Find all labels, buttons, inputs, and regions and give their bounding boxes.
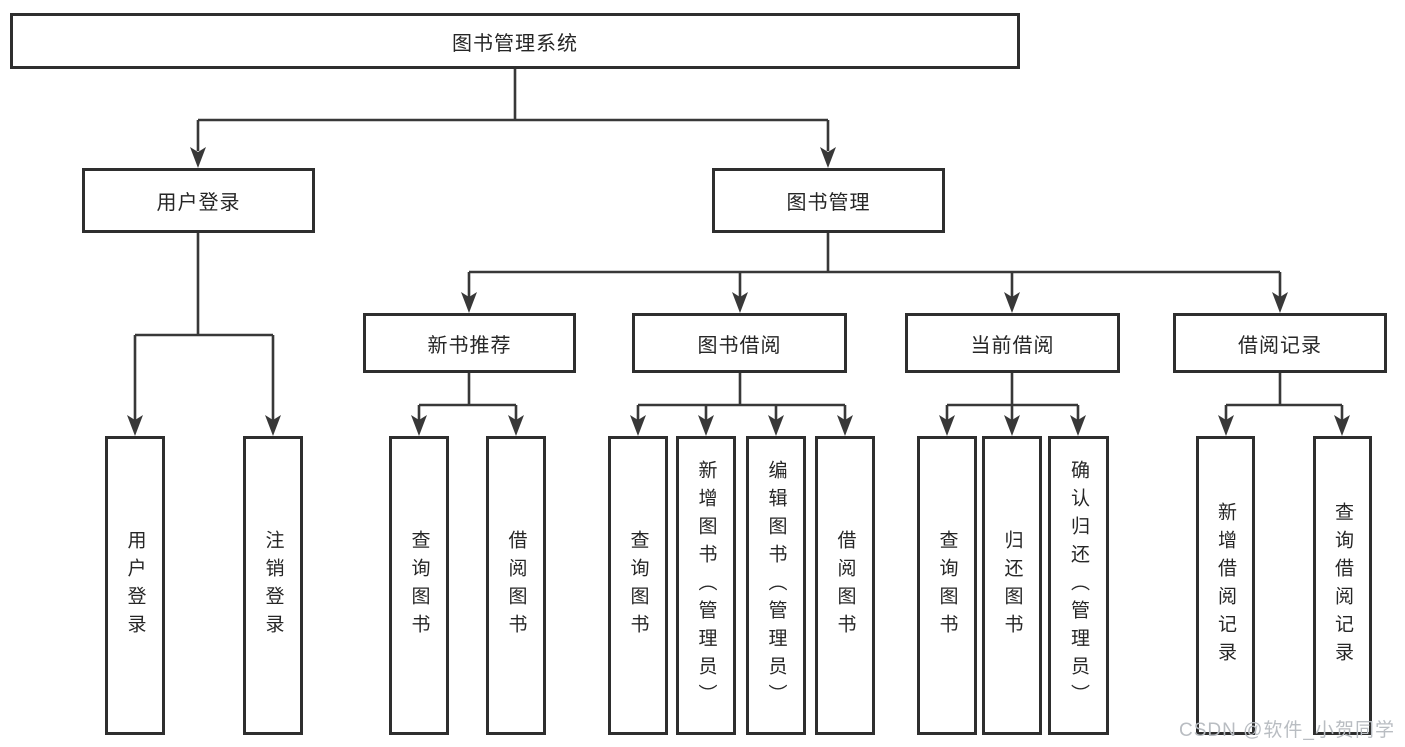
leaf-edit-books-admin: 编辑图书（管理员） (746, 436, 806, 735)
node-current-borrowing: 当前借阅 (905, 313, 1120, 373)
node-label: 当前借阅 (970, 334, 1055, 357)
node-new-book-recommendation: 新书推荐 (363, 313, 576, 373)
node-label: 确认归还（管理员） (1068, 459, 1089, 712)
leaf-current-query-books: 查询图书 (917, 436, 977, 735)
node-label: 用户登录 (124, 529, 146, 642)
leaf-recommend-borrow-books: 借阅图书 (486, 436, 546, 735)
arrowheads (127, 147, 1350, 436)
node-label: 图书管理系统 (452, 32, 578, 55)
node-label: 查询图书 (936, 529, 958, 642)
leaf-recommend-query-books: 查询图书 (389, 436, 449, 735)
node-label: 用户登录 (156, 192, 241, 214)
leaf-user-login: 用户登录 (105, 436, 165, 735)
node-label: 新增图书（管理员） (695, 459, 717, 712)
node-label: 新增借阅记录 (1215, 501, 1236, 670)
node-book-borrowing: 图书借阅 (632, 313, 847, 373)
node-book-management: 图书管理 (712, 168, 945, 233)
node-label: 新书推荐 (427, 334, 512, 357)
leaf-borrow-query-books: 查询图书 (608, 436, 668, 735)
node-label: 查询图书 (627, 529, 649, 642)
node-label: 查询图书 (408, 529, 430, 642)
node-user-login: 用户登录 (82, 168, 315, 233)
node-label: 查询借阅记录 (1332, 501, 1353, 670)
leaf-logout: 注销登录 (243, 436, 303, 735)
node-label: 归还图书 (1001, 529, 1023, 642)
node-label: 借阅图书 (505, 529, 527, 642)
leaf-add-books-admin: 新增图书（管理员） (676, 436, 736, 735)
leaf-query-borrow-record: 查询借阅记录 (1313, 436, 1372, 735)
leaf-return-books: 归还图书 (982, 436, 1042, 735)
node-label: 编辑图书（管理员） (765, 459, 787, 712)
leaf-add-borrow-record: 新增借阅记录 (1196, 436, 1255, 735)
leaf-borrow-books: 借阅图书 (815, 436, 875, 735)
node-label: 借阅图书 (834, 529, 856, 642)
node-label: 借阅记录 (1238, 334, 1322, 357)
leaf-confirm-return-admin: 确认归还（管理员） (1048, 436, 1109, 735)
node-borrowing-records: 借阅记录 (1173, 313, 1387, 373)
node-label: 图书管理 (786, 192, 871, 214)
node-library-management-system: 图书管理系统 (10, 13, 1020, 69)
node-label: 图书借阅 (697, 334, 782, 357)
node-label: 注销登录 (262, 529, 284, 642)
csdn-watermark: CSDN @软件_小贺同学 (1179, 720, 1395, 741)
